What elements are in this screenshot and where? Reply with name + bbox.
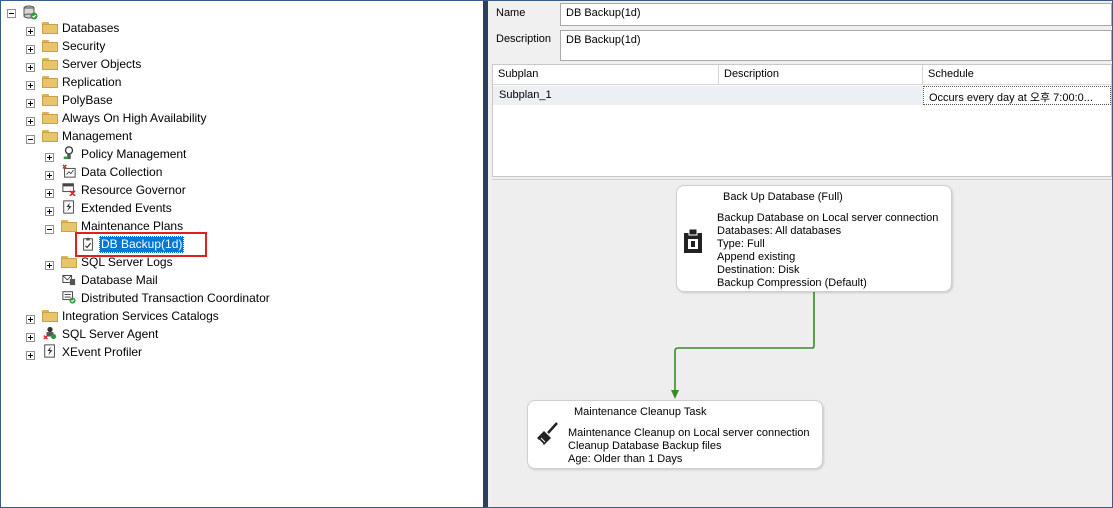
tree-item-db-backup[interactable]: DB Backup(1d) (99, 236, 185, 253)
expand-extended-events-icon[interactable] (45, 207, 54, 216)
tree-item-resource-governor[interactable]: Resource Governor (81, 183, 186, 197)
tree-item-management[interactable]: Management (62, 129, 133, 143)
expand-sql-server-agent-icon[interactable] (26, 333, 35, 342)
subplan-description-cell[interactable] (719, 86, 923, 105)
folder-icon (42, 22, 58, 34)
tree-item-server-objects[interactable]: Server Objects (62, 57, 142, 71)
backup-task-line: Type: Full (717, 238, 765, 250)
expand-security-icon[interactable] (26, 45, 35, 54)
object-explorer-tree: Databases Security Server Objects Replic… (1, 1, 483, 507)
collapse-root-icon[interactable] (7, 9, 16, 18)
expand-policy-management-icon[interactable] (45, 153, 54, 162)
tree-item-databases[interactable]: Databases (62, 21, 120, 35)
extended-events-icon (63, 200, 74, 214)
data-collection-icon (62, 164, 76, 178)
tree-item-maintenance-plans[interactable]: Maintenance Plans (81, 219, 184, 233)
tree-item-dtc[interactable]: Distributed Transaction Coordinator (81, 291, 270, 305)
column-header-schedule[interactable]: Schedule (923, 65, 1111, 85)
expand-resource-governor-icon[interactable] (45, 189, 54, 198)
sql-server-agent-icon (43, 326, 57, 340)
plan-designer-pane: Name DB Backup(1d) Description DB Backup… (488, 1, 1112, 507)
column-header-subplan[interactable]: Subplan (493, 65, 719, 85)
backup-task-title: Back Up Database (Full) (723, 191, 843, 203)
expand-integration-services-icon[interactable] (26, 315, 35, 324)
column-header-description[interactable]: Description (719, 65, 923, 85)
backup-task-line: Backup Database on Local server connecti… (717, 212, 939, 224)
expand-xevent-profiler-icon[interactable] (26, 351, 35, 360)
backup-task-line: Backup Compression (Default) (717, 277, 867, 289)
broom-icon (537, 422, 558, 445)
folder-icon (42, 94, 58, 106)
backup-task-line: Databases: All databases (717, 225, 842, 237)
policy-icon (63, 146, 74, 160)
folder-icon (61, 220, 77, 232)
pane-splitter[interactable] (483, 1, 488, 507)
name-field[interactable]: DB Backup(1d) (560, 3, 1112, 26)
tree-item-extended-events[interactable]: Extended Events (81, 201, 172, 215)
tree-item-sql-server-logs[interactable]: SQL Server Logs (81, 255, 173, 269)
expand-databases-icon[interactable] (26, 27, 35, 36)
subplan-name-cell[interactable]: Subplan_1 (493, 86, 719, 105)
xevent-profiler-icon (44, 344, 55, 358)
backup-icon (684, 228, 702, 253)
expand-polybase-icon[interactable] (26, 99, 35, 108)
subplan-grid: Subplan Description Schedule Subplan_1 O… (492, 64, 1112, 177)
tree-item-polybase[interactable]: PolyBase (62, 93, 113, 107)
backup-task-line: Destination: Disk (717, 264, 800, 276)
folder-icon (42, 112, 58, 124)
cleanup-task-line: Cleanup Database Backup files (568, 440, 722, 452)
expand-replication-icon[interactable] (26, 81, 35, 90)
description-label: Description (496, 33, 552, 45)
dtc-icon (62, 291, 76, 304)
maintenance-cleanup-task[interactable]: Maintenance Cleanup Task Maintenance Cle… (527, 400, 823, 469)
folder-icon (61, 256, 77, 268)
cleanup-task-title: Maintenance Cleanup Task (574, 406, 707, 418)
highlight-box (75, 232, 207, 257)
folder-icon (42, 40, 58, 52)
tree-item-integration-services[interactable]: Integration Services Catalogs (62, 309, 219, 323)
folder-icon (42, 130, 58, 142)
tree-item-xevent-profiler[interactable]: XEvent Profiler (62, 345, 143, 359)
backup-database-task[interactable]: Back Up Database (Full) Backup Database … (676, 185, 952, 292)
tree-item-replication[interactable]: Replication (62, 75, 122, 89)
designer-surface: Back Up Database (Full) Backup Database … (492, 179, 1112, 507)
backup-task-line: Append existing (717, 251, 796, 263)
folder-icon (42, 58, 58, 70)
expand-data-collection-icon[interactable] (45, 171, 54, 180)
server-icon (23, 5, 38, 20)
description-field[interactable]: DB Backup(1d) (560, 30, 1112, 61)
tree-item-security[interactable]: Security (62, 39, 106, 53)
tree-item-database-mail[interactable]: Database Mail (81, 273, 158, 287)
folder-icon (42, 310, 58, 322)
resource-governor-icon (62, 183, 76, 196)
cleanup-task-line: Age: Older than 1 Days (568, 453, 683, 465)
collapse-maintenance-plans-icon[interactable] (45, 225, 54, 234)
tree-item-always-on[interactable]: Always On High Availability (62, 111, 207, 125)
database-mail-icon (62, 275, 76, 286)
tree-item-data-collection[interactable]: Data Collection (81, 165, 163, 179)
expand-always-on-icon[interactable] (26, 117, 35, 126)
tree-item-sql-server-agent[interactable]: SQL Server Agent (62, 327, 159, 341)
name-label: Name (496, 7, 526, 19)
expand-sql-server-logs-icon[interactable] (45, 261, 54, 270)
maintenance-plan-icon (83, 237, 93, 251)
expand-server-objects-icon[interactable] (26, 63, 35, 72)
tree-item-policy-management[interactable]: Policy Management (81, 147, 187, 161)
precedence-connector[interactable] (492, 180, 1112, 508)
cleanup-task-line: Maintenance Cleanup on Local server conn… (568, 427, 810, 439)
collapse-management-icon[interactable] (26, 135, 35, 144)
subplan-schedule-cell[interactable]: Occurs every day at 오후 7:00:0... (923, 86, 1111, 105)
folder-icon (42, 76, 58, 88)
